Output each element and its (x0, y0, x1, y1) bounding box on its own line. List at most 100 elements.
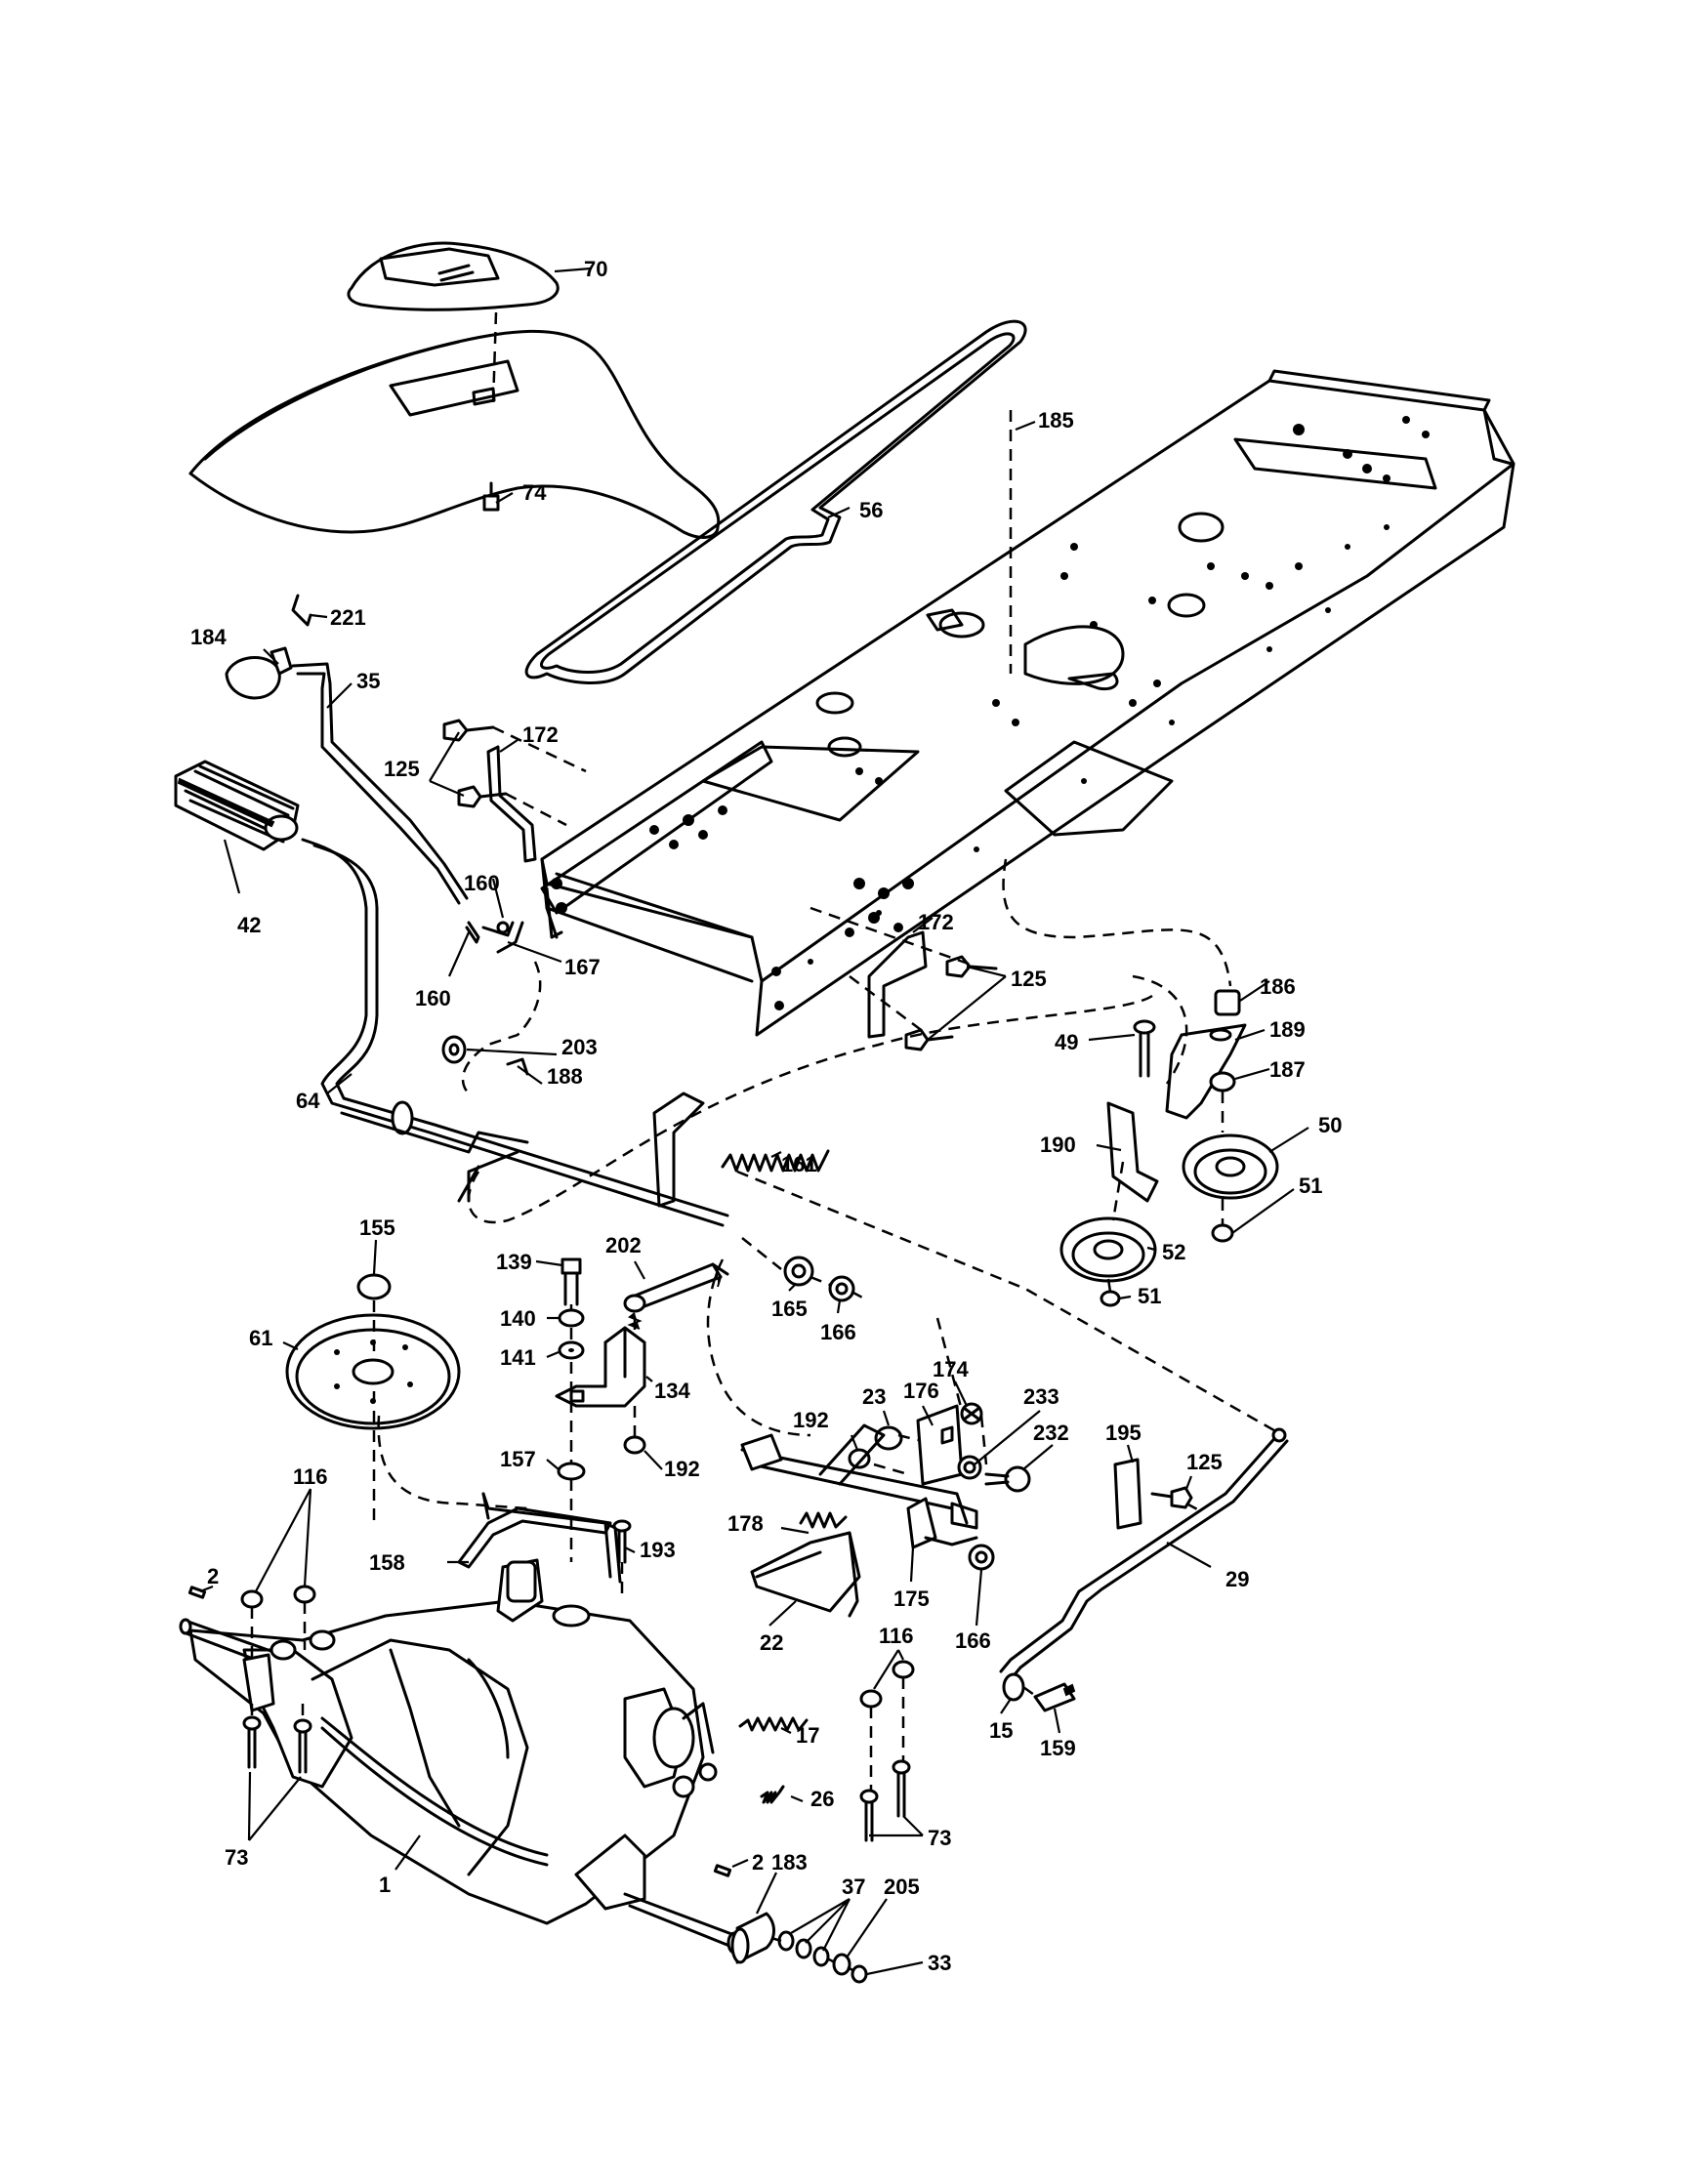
callout-125-right: 125 (1186, 1450, 1223, 1474)
callout-184: 184 (190, 625, 227, 649)
bolt-73-left-a (242, 1715, 262, 1769)
callout-172-lower: 172 (918, 910, 954, 934)
bracket-190 (1106, 1101, 1159, 1203)
transaxle-1 (179, 1558, 744, 1955)
callout-160-lower: 160 (415, 986, 451, 1010)
bolt-73-right-a (859, 1789, 879, 1842)
callout-74: 74 (522, 480, 547, 505)
callout-174: 174 (933, 1357, 969, 1381)
callout-167: 167 (564, 955, 601, 979)
callout-186: 186 (1260, 974, 1296, 999)
callout-52: 52 (1162, 1240, 1185, 1264)
pulley-50 (1182, 1133, 1279, 1200)
key-2-right (713, 1864, 732, 1877)
callout-125-upper: 125 (384, 757, 420, 781)
callout-23: 23 (862, 1384, 886, 1409)
callout-193: 193 (640, 1538, 676, 1562)
washers-37 (777, 1930, 830, 1967)
callout-195: 195 (1105, 1421, 1142, 1445)
spacer-186 (1214, 989, 1241, 1016)
main-frame-part (540, 369, 1515, 1037)
leader-lines (199, 267, 1309, 1976)
callout-175: 175 (893, 1586, 930, 1611)
callout-61: 61 (249, 1326, 272, 1350)
bushing-165 (783, 1256, 814, 1287)
callout-166-upper: 166 (820, 1320, 856, 1344)
washer-15 (1002, 1672, 1025, 1702)
bracket-158 (457, 1492, 622, 1584)
lever-202 (623, 1262, 729, 1330)
callout-158: 158 (369, 1550, 405, 1575)
key-2-left (187, 1586, 207, 1599)
callout-70: 70 (584, 257, 607, 281)
callout-15: 15 (989, 1718, 1013, 1743)
rod-64 (301, 838, 729, 1227)
arm-22 (750, 1531, 861, 1618)
callout-116-right: 116 (879, 1624, 914, 1648)
rod-35 (291, 662, 469, 905)
bolt-73-left-b (293, 1718, 312, 1774)
nut-116-left-a (240, 1589, 264, 1609)
nut-116-left-b (293, 1585, 316, 1604)
callout-37: 37 (842, 1875, 865, 1899)
nut-51-lower (1100, 1290, 1121, 1307)
callout-233: 233 (1023, 1384, 1059, 1409)
shaft-bracket (652, 1092, 705, 1208)
fender-part (188, 329, 721, 539)
bolt-49 (1133, 1019, 1156, 1078)
callout-203: 203 (561, 1035, 598, 1059)
callout-192-right: 192 (793, 1408, 829, 1432)
bolt-232 (984, 1465, 1031, 1493)
callout-22: 22 (760, 1630, 783, 1655)
callout-50: 50 (1318, 1113, 1342, 1137)
bracket-172-lower (867, 930, 928, 1039)
callout-232: 232 (1033, 1421, 1069, 1445)
bracket-172-upper (486, 745, 537, 863)
nut-116-right-b (892, 1660, 915, 1679)
callout-157: 157 (500, 1447, 536, 1471)
clip-33 (851, 1964, 868, 1984)
callout-161: 161 (781, 1152, 817, 1176)
callout-numbers: 70 74 56 185 221 184 35 172 125 42 160 1… (190, 257, 1342, 1975)
callout-221: 221 (330, 605, 366, 630)
rod-29 (999, 1427, 1289, 1681)
pedal-42 (174, 760, 300, 851)
frame-left-plate (540, 740, 773, 939)
spring-161 (721, 1149, 830, 1173)
washer-203 (441, 1035, 467, 1064)
drive-belt-part (524, 319, 1027, 684)
callout-17: 17 (796, 1723, 819, 1748)
spring-188 (506, 1057, 529, 1076)
callout-187: 187 (1269, 1057, 1306, 1082)
washer-140 (558, 1308, 585, 1328)
bracket-134 (555, 1326, 646, 1408)
callout-49: 49 (1055, 1030, 1078, 1054)
callout-73-left: 73 (225, 1845, 248, 1870)
callout-2-left: 2 (207, 1564, 219, 1588)
assembly-lines (250, 410, 1280, 1973)
clip-221 (291, 594, 312, 627)
callout-56: 56 (859, 498, 883, 522)
washer-157 (557, 1462, 586, 1481)
callout-2-right: 2 (752, 1850, 764, 1875)
callout-140: 140 (500, 1306, 536, 1331)
callout-26: 26 (810, 1787, 834, 1811)
ring-155 (356, 1273, 392, 1300)
callout-183: 183 (771, 1850, 808, 1875)
callout-139: 139 (496, 1250, 532, 1274)
callout-165: 165 (771, 1297, 808, 1321)
shaft-175 (740, 1423, 978, 1549)
nut-51-upper (1211, 1223, 1234, 1243)
bolt-125-lower (904, 955, 998, 1051)
callout-166-lower: 166 (955, 1628, 991, 1653)
callout-188: 188 (547, 1064, 583, 1089)
pin-160 (465, 921, 524, 954)
pulley-52 (1059, 1216, 1157, 1283)
washer-166-upper (828, 1275, 855, 1302)
callout-155: 155 (359, 1216, 395, 1240)
nut-192-right (848, 1448, 871, 1469)
seat-pan-part (347, 241, 560, 406)
callout-202: 202 (605, 1233, 642, 1257)
callout-141: 141 (500, 1345, 536, 1370)
